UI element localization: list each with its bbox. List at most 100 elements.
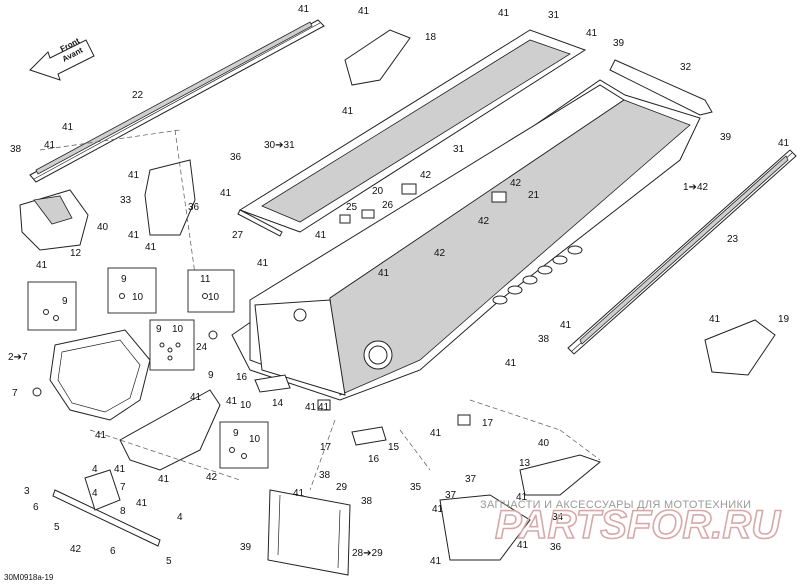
footrest-18	[344, 29, 411, 86]
callout-c79: 4	[92, 488, 98, 499]
callout-c76: 42	[206, 472, 218, 483]
callout-c70: 15	[388, 442, 400, 453]
small-bracket-21	[491, 191, 507, 203]
callout-c56: 9	[208, 370, 214, 381]
callout-c43: 11	[200, 274, 211, 285]
callout-c8: 32	[680, 62, 692, 73]
callout-c60: 41	[505, 358, 517, 369]
hardware-box-11-10	[187, 269, 235, 313]
callout-c73: 40	[538, 438, 550, 449]
callout-c19: 41	[128, 170, 140, 181]
callout-c80: 41	[158, 474, 170, 485]
callout-c91: 6	[33, 502, 39, 513]
callout-c72: 41	[95, 430, 107, 441]
callout-c88: 38	[361, 496, 373, 507]
callout-c37: 41	[315, 230, 327, 241]
callout-c62: 14	[272, 398, 284, 409]
footrest-19	[704, 319, 776, 376]
small-bracket-17b	[457, 414, 471, 426]
callout-c40: 41	[257, 258, 269, 269]
callout-c16: 39	[720, 132, 732, 143]
small-bracket-17a	[317, 399, 331, 411]
callout-c25: 20	[372, 186, 384, 197]
skid-strip-8	[84, 469, 121, 511]
callout-c86: 8	[120, 506, 126, 517]
callout-c65: 17	[320, 442, 332, 453]
callout-c24: 41	[220, 188, 232, 199]
callout-c14: 41	[342, 106, 354, 117]
slide-rail-right	[567, 149, 797, 355]
bolt-7	[32, 387, 42, 397]
callout-c33: 23	[727, 234, 739, 245]
callout-c96: 42	[70, 544, 82, 555]
hardware-box-9-10-b	[107, 267, 157, 314]
callout-c31: 26	[382, 200, 394, 211]
bolt-24	[208, 330, 218, 340]
callout-c13: 30➔31	[264, 140, 295, 151]
callout-c50: 9	[156, 324, 162, 335]
callout-c89: 37	[445, 490, 457, 501]
callout-c36: 27	[232, 230, 244, 241]
callout-c103: 41	[517, 540, 529, 551]
left-guard-plate	[19, 189, 89, 251]
callout-c61: 41	[190, 392, 202, 403]
callout-c57: 16	[236, 372, 248, 383]
callout-c32: 42	[478, 216, 490, 227]
callout-c92: 41	[136, 498, 148, 509]
callout-c94: 5	[54, 522, 60, 533]
callout-c46: 9	[62, 296, 68, 307]
small-bracket-25	[339, 214, 351, 224]
callout-c63: 41	[305, 402, 317, 413]
callout-c48: 19	[778, 314, 790, 325]
callout-c23: 36	[188, 202, 200, 213]
callout-c44: 10	[208, 292, 220, 303]
callout-c87: 41	[293, 488, 305, 499]
callout-c51: 10	[172, 324, 184, 335]
callout-c6: 41	[586, 28, 598, 39]
callout-c75: 41	[114, 464, 126, 475]
callout-c4: 41	[498, 8, 510, 19]
callout-c38: 42	[434, 248, 446, 259]
callout-c71: 16	[368, 454, 380, 465]
callout-c81: 38	[319, 470, 331, 481]
callout-c59: 41	[226, 396, 238, 407]
callout-c12: 41	[44, 140, 56, 151]
callout-c42: 10	[132, 292, 144, 303]
callout-c58: 10	[240, 400, 252, 411]
callout-c82: 37	[465, 474, 477, 485]
callout-c52: 24	[196, 342, 208, 353]
callout-c66: 17	[482, 418, 494, 429]
rear-bracket-13	[519, 454, 602, 496]
callout-c3: 18	[425, 32, 437, 43]
callout-c64: 41	[318, 402, 330, 413]
callout-c53: 38	[538, 334, 550, 345]
rear-plate-34	[439, 494, 531, 561]
callout-c95: 41	[516, 492, 528, 503]
callout-c9: 22	[132, 90, 144, 101]
callout-c97: 36	[550, 542, 562, 553]
skid-strip-3	[52, 489, 161, 547]
callout-c29: 41	[128, 230, 140, 241]
small-bracket-20	[401, 183, 417, 195]
callout-c18: 36	[230, 152, 242, 163]
callout-c17: 41	[778, 138, 790, 149]
dashed-leaders	[39, 129, 601, 491]
hardware-box-9-10-c	[149, 319, 195, 371]
callout-c49: 2➔7	[8, 352, 28, 363]
callout-c15: 31	[453, 144, 465, 155]
callout-c28: 40	[97, 222, 109, 233]
plate-15	[351, 426, 387, 446]
callout-c90: 41	[432, 504, 444, 515]
callout-c39: 41	[36, 260, 48, 271]
callout-c101: 28➔29	[352, 548, 383, 559]
callout-c100: 39	[240, 542, 252, 553]
callout-c67: 9	[233, 428, 239, 439]
heat-exchanger-28	[267, 489, 351, 576]
watermark-text: ЗАПЧАСТИ И АКСЕССУАРЫ ДЛЯ МОТОТЕХНИКИ	[480, 499, 751, 511]
callout-c69: 41	[430, 428, 442, 439]
bracket-33	[144, 159, 196, 236]
hardware-box-9-10-d	[219, 421, 269, 469]
callout-c30: 25	[346, 202, 358, 213]
callout-c78: 7	[120, 482, 126, 493]
